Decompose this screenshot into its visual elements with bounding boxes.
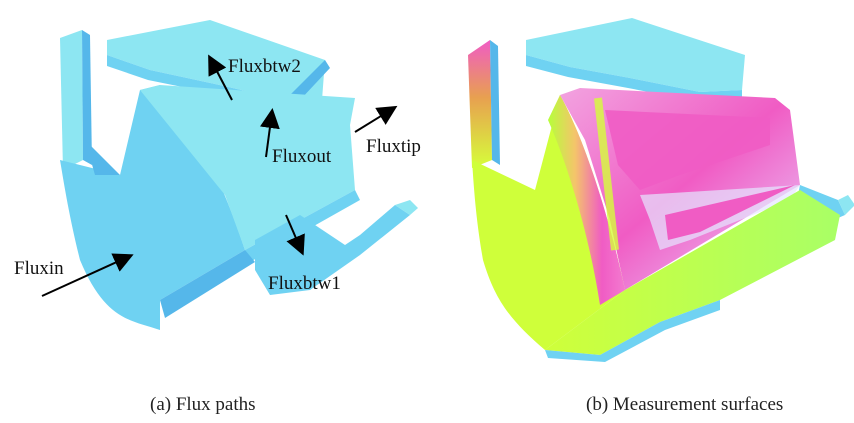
b-top-plate-edge — [526, 55, 742, 102]
b-edge-highlight — [594, 97, 619, 251]
left-post — [60, 30, 83, 170]
arrow-fluxout — [259, 108, 280, 158]
b-window-lower — [665, 185, 795, 240]
main-top-face — [140, 85, 355, 250]
caption-panel-b: (b) Measurement surfaces — [586, 394, 784, 415]
arrow-fluxbtw1 — [285, 214, 305, 256]
b-right-wall-top — [838, 195, 854, 215]
top-plate-side — [285, 60, 330, 100]
label-fluxin: Fluxin — [14, 258, 64, 279]
left-notch — [85, 140, 120, 175]
main-bottom-edge — [160, 250, 255, 318]
b-left-face-sweep — [548, 95, 625, 305]
b-bottom-plane — [545, 190, 840, 355]
lower-plate — [255, 205, 410, 295]
arrow-fluxtip — [354, 105, 398, 133]
label-fluxbtw2: Fluxbtw2 — [228, 56, 301, 77]
label-fluxbtw1: Fluxbtw1 — [268, 273, 341, 294]
label-fluxout: Fluxout — [272, 146, 332, 167]
b-left-post-side — [490, 40, 500, 165]
left-post-side — [82, 30, 92, 165]
b-window-upper — [605, 110, 770, 190]
b-left-post — [468, 40, 492, 168]
panel-a-model — [60, 20, 418, 330]
arrow-fluxbtw2 — [208, 54, 233, 101]
arrow-fluxin — [41, 253, 134, 297]
panel-b-model — [468, 18, 854, 362]
panel-a-arrows — [41, 54, 398, 297]
caption-panel-a: (a) Flux paths — [150, 394, 256, 415]
b-bottom-edge — [545, 300, 720, 362]
lower-plate-tip — [395, 200, 418, 215]
b-top-plate — [526, 18, 745, 92]
label-fluxtip: Fluxtip — [366, 136, 421, 157]
